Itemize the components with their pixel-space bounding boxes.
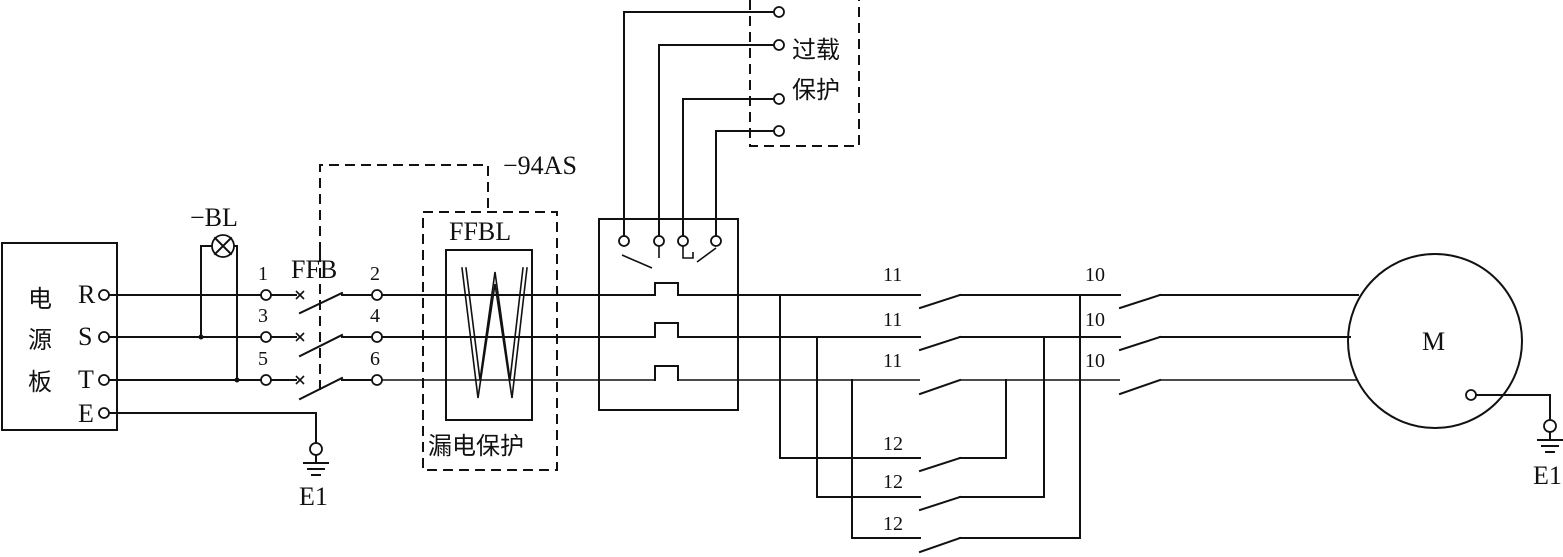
breaker-in-3: 3 (258, 305, 268, 327)
breaker-label: FFB (291, 255, 337, 284)
terminal-t (98, 374, 110, 386)
contactor-right: 10 10 10 (1085, 264, 1359, 396)
power-board-char-3: 板 (28, 368, 52, 396)
wire-12-a: 12 (883, 433, 903, 455)
terminal-e (98, 407, 110, 419)
ground-symbol-right: E1 (1533, 419, 1563, 490)
motor: M (1347, 253, 1551, 429)
ground-label-right: E1 (1533, 461, 1562, 490)
terminal-r (98, 289, 110, 301)
ground-label-left: E1 (299, 482, 328, 511)
power-board-char-1: 电 (28, 285, 52, 313)
phase-lines-input (108, 294, 317, 444)
phase-lines-main (381, 282, 921, 381)
link-label: −94AS (503, 151, 577, 180)
terminal-label-t: T (78, 365, 94, 394)
terminal-label-s: S (78, 322, 92, 351)
leakage-bottom-label: 漏电保护 (428, 432, 524, 460)
terminal-s (98, 331, 110, 343)
wire-11-c: 11 (883, 350, 902, 372)
overload-label-1: 过载 (792, 36, 840, 64)
indicator-lamp: −BL (190, 203, 240, 383)
circuit-breaker: FFB 1 3 5 2 4 6 (258, 252, 383, 401)
terminal-label-r: R (78, 280, 96, 309)
wire-12-b: 12 (883, 471, 903, 493)
wire-10-b: 10 (1085, 309, 1105, 331)
breaker-out-2: 2 (370, 263, 380, 285)
leakage-top-label: FFBL (449, 217, 511, 246)
wire-12-c: 12 (883, 513, 903, 535)
overload-label-2: 保护 (792, 76, 840, 104)
breaker-out-6: 6 (370, 348, 380, 370)
overload-wiring: 过载 保护 (623, 0, 860, 237)
overload-relay (598, 218, 739, 411)
leakage-protector: FFBL 漏电保护 (422, 211, 558, 471)
motor-icon (1347, 253, 1523, 429)
lamp-label: −BL (190, 203, 238, 232)
power-board: 电 源 板 R S T E (1, 242, 118, 431)
breaker-in-5: 5 (258, 348, 268, 370)
contactor-upper: 11 11 11 (883, 264, 1121, 396)
wire-10-c: 10 (1085, 350, 1105, 372)
breaker-out-4: 4 (370, 305, 380, 327)
wire-11-a: 11 (883, 264, 902, 286)
wire-11-b: 11 (883, 309, 902, 331)
breaker-in-1: 1 (258, 263, 268, 285)
wire-10-a: 10 (1085, 264, 1105, 286)
motor-label: M (1422, 327, 1445, 356)
ground-symbol-left: E1 (299, 442, 329, 511)
power-board-char-2: 源 (28, 326, 52, 354)
breaker-link: −94AS (319, 151, 577, 252)
terminal-label-e: E (78, 399, 94, 428)
contactor-lower: 12 12 12 (779, 294, 1081, 554)
